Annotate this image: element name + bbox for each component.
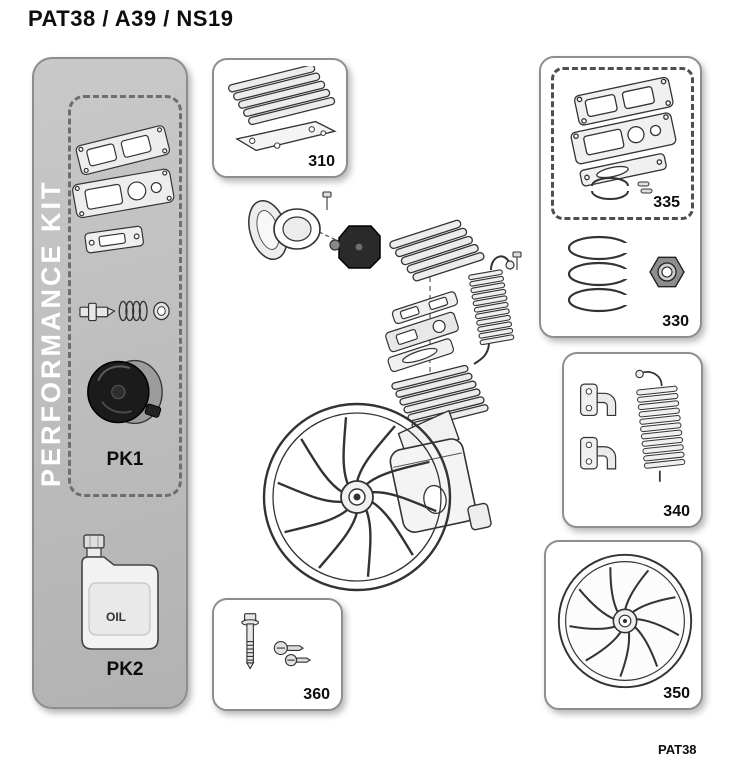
flywheel-in-assembly [262, 402, 452, 592]
gasket-valve-plate-kit-illustration [570, 76, 677, 200]
flywheel-illustration [557, 553, 693, 689]
part-box-335: 335 [551, 67, 694, 220]
part-number-330: 330 [662, 313, 689, 330]
oil-bottle-illustration: OIL [81, 534, 159, 650]
bolt-and-screws-illustration [241, 613, 312, 670]
part-number-350: 350 [663, 685, 690, 702]
part-box-360: 360 [212, 598, 343, 711]
part-box-340: 340 [562, 352, 703, 528]
part-number-360: 360 [303, 686, 330, 703]
cylinder-head-illustration [228, 66, 337, 152]
piston-ring-set-illustration [567, 235, 632, 313]
part-box-310: 310 [212, 58, 348, 178]
part-box-350: 350 [544, 540, 703, 710]
part-box-330: 335 330 [539, 56, 702, 338]
pk1-label: PK1 [106, 448, 144, 470]
page-title: PAT38 / A39 / NS19 [28, 6, 234, 31]
pk1-filter-housing-illustration [87, 359, 163, 424]
pk1-kit-group: PK1 [68, 95, 182, 497]
nut-illustration [649, 256, 685, 288]
aftercooler-elbows-illustration [580, 369, 686, 482]
part-number-340: 340 [663, 503, 690, 520]
compressor-pump-exploded-drawing [248, 191, 522, 592]
valve-and-spring-illustration [79, 301, 170, 322]
gasket-stack-illustration [72, 125, 175, 254]
performance-kit-panel: PERFORMANCE KIT [32, 57, 188, 709]
pk2-label: PK2 [106, 659, 144, 680]
page-code: PAT38 [658, 742, 697, 757]
part-number-310: 310 [308, 153, 335, 170]
part-number-335: 335 [653, 194, 680, 211]
oil-bottle-text: OIL [106, 610, 126, 624]
